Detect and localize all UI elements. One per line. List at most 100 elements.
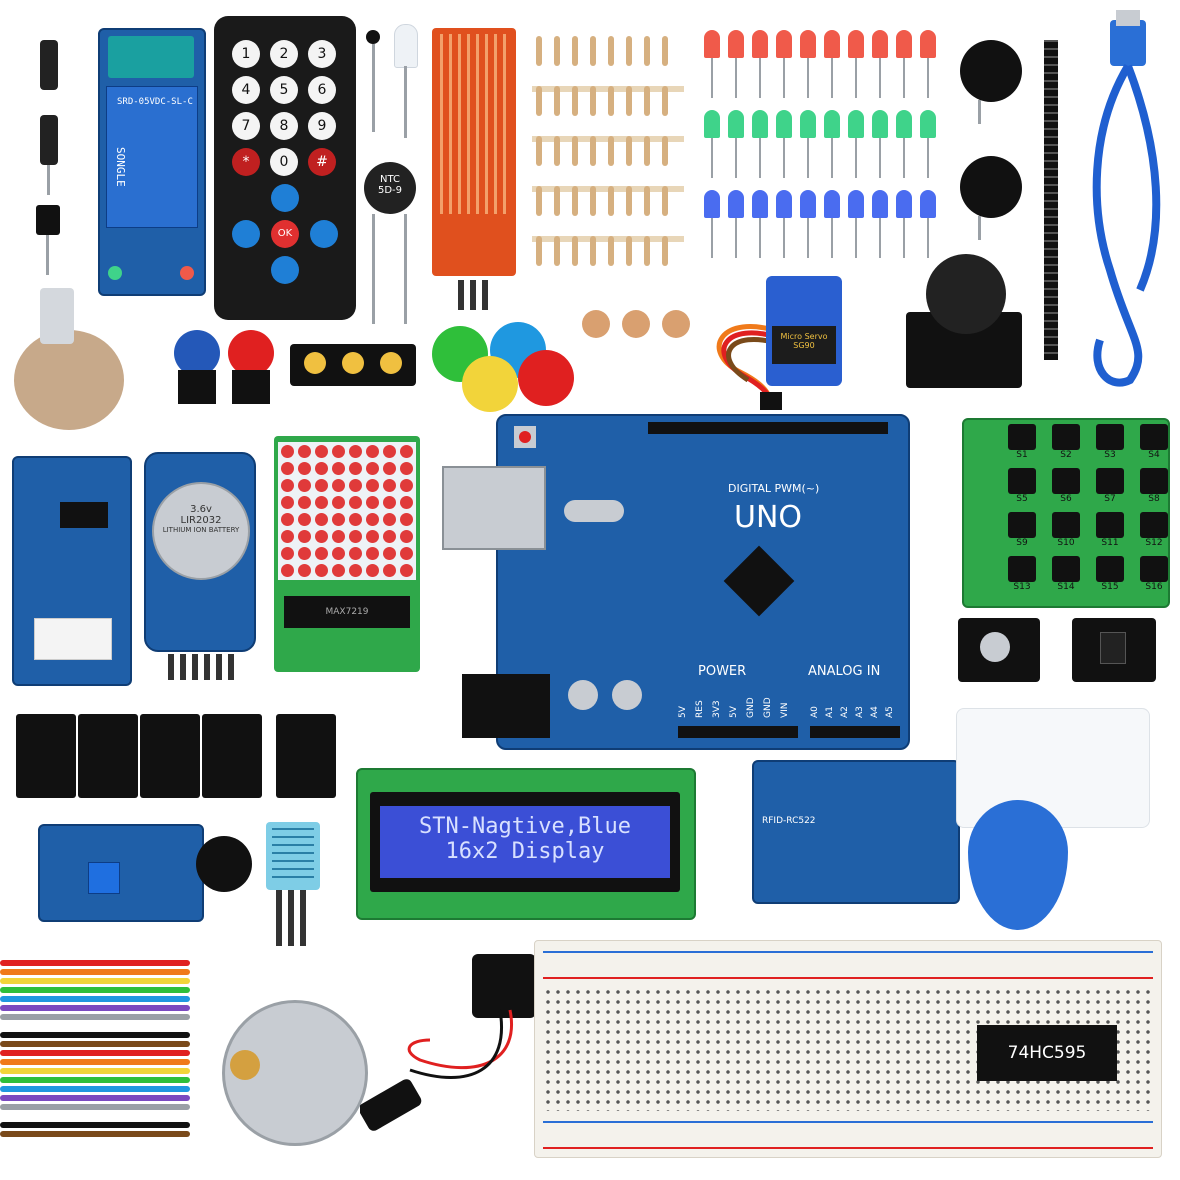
push-button-red-base xyxy=(232,370,270,404)
jumper-wire xyxy=(0,1113,190,1119)
remote-key-2[interactable]: 2 xyxy=(270,40,298,68)
remote-key-8[interactable]: 8 xyxy=(270,112,298,140)
matrix-dot xyxy=(383,445,396,458)
keypad-key-S7[interactable]: S7 xyxy=(1090,468,1130,508)
keypad-key-S1[interactable]: S1 xyxy=(1002,424,1042,464)
jumper-wire xyxy=(0,1104,190,1110)
joystick-knob[interactable] xyxy=(926,254,1006,334)
led xyxy=(728,110,744,138)
keypad-key-S8[interactable]: S8 xyxy=(1134,468,1174,508)
dht11-pins xyxy=(276,890,310,946)
led xyxy=(872,30,888,58)
capacitor-1 xyxy=(568,680,598,710)
keypad-key-S2[interactable]: S2 xyxy=(1046,424,1086,464)
matrix-dot xyxy=(298,462,311,475)
matrix-dot xyxy=(298,496,311,509)
rgb-led xyxy=(980,632,1010,662)
remote-key-9[interactable]: 9 xyxy=(308,112,336,140)
usb-cable xyxy=(1092,10,1161,387)
power-header xyxy=(678,726,798,738)
usb-port xyxy=(442,466,546,550)
keypad-key-S4[interactable]: S4 xyxy=(1134,424,1174,464)
resistor xyxy=(662,86,668,116)
reset-button[interactable] xyxy=(514,426,536,448)
led xyxy=(824,110,840,138)
led xyxy=(704,110,720,138)
matrix-dot xyxy=(400,445,413,458)
keypad-key-S14[interactable]: S14 xyxy=(1046,556,1086,596)
led xyxy=(920,30,936,58)
resistor xyxy=(590,186,596,216)
led xyxy=(728,190,744,218)
keypad-key-S16[interactable]: S16 xyxy=(1134,556,1174,596)
remote-key-7[interactable]: 7 xyxy=(232,112,260,140)
keypad-key-S13[interactable]: S13 xyxy=(1002,556,1042,596)
remote-up-button[interactable] xyxy=(271,184,299,212)
servo-model: SG90 xyxy=(793,341,815,350)
remote-ok-button[interactable]: OK xyxy=(271,220,299,248)
keypad-key-S5[interactable]: S5 xyxy=(1002,468,1042,508)
matrix-dot xyxy=(383,547,396,560)
seven-segment-digit xyxy=(16,714,76,798)
seven-segment-digit xyxy=(78,714,138,798)
potentiometer-shaft xyxy=(40,288,74,344)
resistor xyxy=(626,236,632,266)
matrix-dot xyxy=(383,462,396,475)
keypad-key-button xyxy=(1008,512,1036,538)
resistor xyxy=(644,36,650,66)
remote-key-6[interactable]: 6 xyxy=(308,76,336,104)
temp-sensor xyxy=(36,205,60,235)
power-pin-label-3V3: 3V3 xyxy=(712,700,722,718)
matrix-dot xyxy=(383,513,396,526)
matrix-dot xyxy=(281,479,294,492)
resistor xyxy=(626,136,632,166)
push-button-blue[interactable] xyxy=(172,330,222,406)
tactile-button-3[interactable] xyxy=(366,344,416,386)
breadboard-rail-top xyxy=(543,951,1153,979)
tactile-button-3-cap xyxy=(380,352,402,374)
digital-header xyxy=(648,422,888,434)
temp-leg xyxy=(46,235,49,275)
remote-key-*[interactable]: * xyxy=(232,148,260,176)
matrix-dot xyxy=(332,564,345,577)
matrix-dot xyxy=(400,496,413,509)
remote-key-3[interactable]: 3 xyxy=(308,40,336,68)
keypad-key-S15[interactable]: S15 xyxy=(1090,556,1130,596)
push-button-red[interactable] xyxy=(226,330,276,406)
led-leg xyxy=(783,138,785,178)
matrix-dot xyxy=(315,445,328,458)
jumper-wire xyxy=(0,1014,190,1020)
ntc-leg xyxy=(372,214,375,324)
resistor xyxy=(662,236,668,266)
resistor xyxy=(644,236,650,266)
ir-receiver-leg xyxy=(372,44,375,132)
matrix-dot xyxy=(383,479,396,492)
remote-key-4[interactable]: 4 xyxy=(232,76,260,104)
keypad-key-S6[interactable]: S6 xyxy=(1046,468,1086,508)
remote-key-0[interactable]: 0 xyxy=(270,148,298,176)
keypad-key-S10[interactable]: S10 xyxy=(1046,512,1086,552)
remote-key-1[interactable]: 1 xyxy=(232,40,260,68)
microphone xyxy=(196,836,252,892)
remote-left-button[interactable] xyxy=(232,220,260,248)
led xyxy=(776,30,792,58)
keypad-key-S9[interactable]: S9 xyxy=(1002,512,1042,552)
keypad-key-S3[interactable]: S3 xyxy=(1090,424,1130,464)
led xyxy=(776,110,792,138)
analog-pin-label-A3: A3 xyxy=(855,706,865,718)
photoresistor-2 xyxy=(622,310,650,338)
resistor xyxy=(572,236,578,266)
matrix-dot xyxy=(281,496,294,509)
white-led xyxy=(394,24,418,68)
keypad-key-button xyxy=(1096,468,1124,494)
remote-key-5[interactable]: 5 xyxy=(270,76,298,104)
battery-clip-wires xyxy=(360,1009,513,1131)
resistor xyxy=(572,186,578,216)
remote-down-button[interactable] xyxy=(271,256,299,284)
breadboard-rail-bottom xyxy=(543,1121,1153,1149)
keypad-key-S12[interactable]: S12 xyxy=(1134,512,1174,552)
keypad-key-S11[interactable]: S11 xyxy=(1090,512,1130,552)
remote-right-button[interactable] xyxy=(310,220,338,248)
remote-key-#[interactable]: # xyxy=(308,148,336,176)
